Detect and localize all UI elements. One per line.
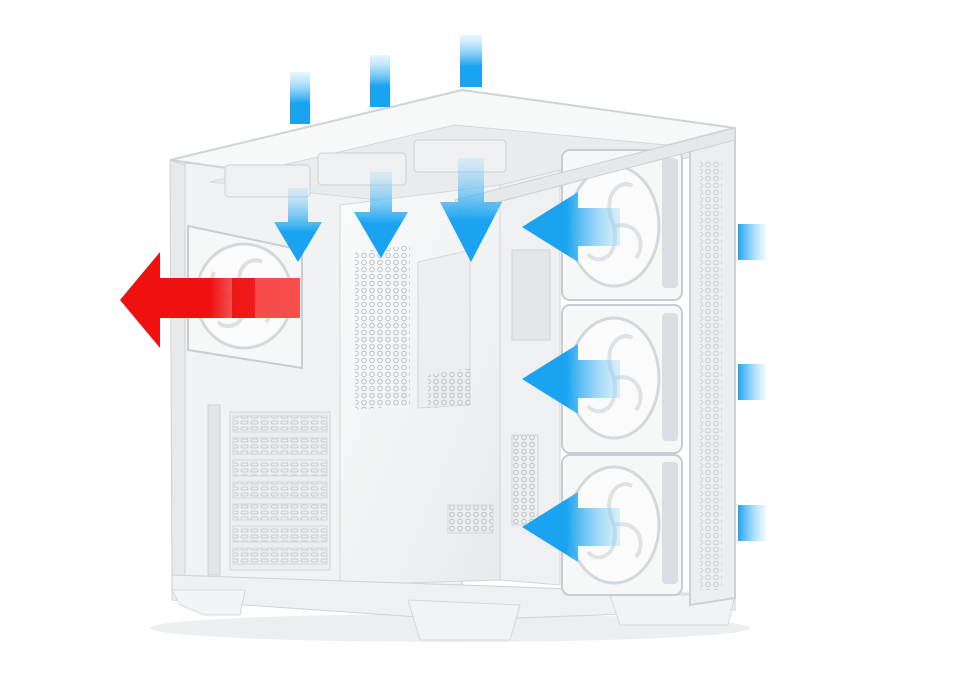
intake-arrow — [354, 172, 408, 258]
intake-arrow — [440, 158, 502, 262]
airflow-arrows — [120, 35, 766, 562]
intake-arrow — [290, 72, 310, 124]
exhaust-arrow — [120, 252, 300, 348]
intake-arrow — [738, 364, 766, 400]
intake-arrow — [370, 55, 390, 107]
pci-slots — [207, 404, 331, 576]
intake-arrow — [522, 492, 620, 562]
tray-mesh — [355, 245, 410, 410]
intake-arrow — [274, 188, 322, 262]
case-bottom — [171, 574, 736, 621]
pc-case — [150, 88, 750, 642]
intake-arrow — [522, 192, 620, 262]
intake-arrow — [460, 35, 482, 87]
intake-arrow — [738, 224, 766, 260]
intake-arrow — [738, 505, 766, 541]
fan-icon — [317, 152, 407, 186]
side-fan-middle — [561, 304, 683, 454]
intake-arrow — [522, 344, 620, 414]
